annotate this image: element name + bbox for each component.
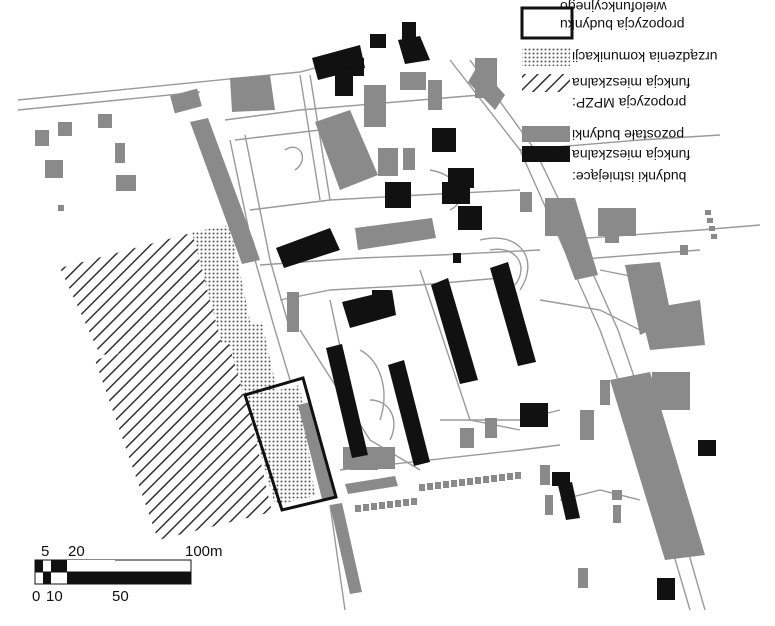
legend: propozycja budynku wielofunkcyjnego urzą… — [520, 0, 718, 185]
legend-swatch-black — [522, 146, 570, 162]
legend-proposal-line1: propozycja budynku — [560, 17, 685, 33]
scale-label-10: 10 — [46, 588, 63, 605]
legend-item-proposed-building: propozycja budynku wielofunkcyjnego — [520, 0, 685, 40]
legend-swatch-dots — [522, 48, 570, 66]
legend-other-buildings: pozostałe budynki — [572, 127, 684, 143]
scale-label-50: 50 — [112, 588, 129, 605]
scale-label-0: 0 — [32, 588, 40, 605]
legend-existing-heading: budynki istniejące: — [572, 169, 686, 185]
legend-swatch-grey — [522, 126, 570, 142]
scale-label-5: 5 — [41, 543, 49, 560]
scale-label-20: 20 — [68, 543, 85, 560]
legend-proposal-line2: wielofunkcyjnego — [560, 0, 668, 15]
residential-buildings — [276, 22, 716, 600]
legend-item-mpzp-residential: funkcja mieszkalna propozycja MPZP: — [522, 74, 690, 111]
parking-strip — [355, 210, 717, 512]
legend-item-mpzp-communication: urządzenia komunikacji — [522, 48, 718, 66]
scale-bar: 5 20 100m 0 10 50 — [32, 543, 223, 605]
legend-mpzp-communication: urządzenia komunikacji — [572, 49, 718, 65]
legend-mpzp-heading: propozycja MPZP: — [572, 95, 686, 111]
legend-swatch-hatch — [522, 74, 570, 92]
legend-existing-residential: funkcja mieszkalna — [572, 147, 690, 163]
legend-item-existing-residential: funkcja mieszkalna budynki istniejące: — [522, 146, 690, 185]
legend-swatch-proposal — [520, 6, 574, 40]
mpzp-communication-zones — [192, 225, 315, 505]
proposed-building-outline — [243, 376, 338, 512]
other-buildings — [35, 58, 705, 594]
scale-label-100m: 100m — [185, 543, 223, 560]
legend-mpzp-residential: funkcja mieszkalna — [572, 75, 690, 91]
legend-item-other-buildings: pozostałe budynki — [522, 126, 684, 143]
mpzp-residential-zones — [60, 232, 272, 540]
